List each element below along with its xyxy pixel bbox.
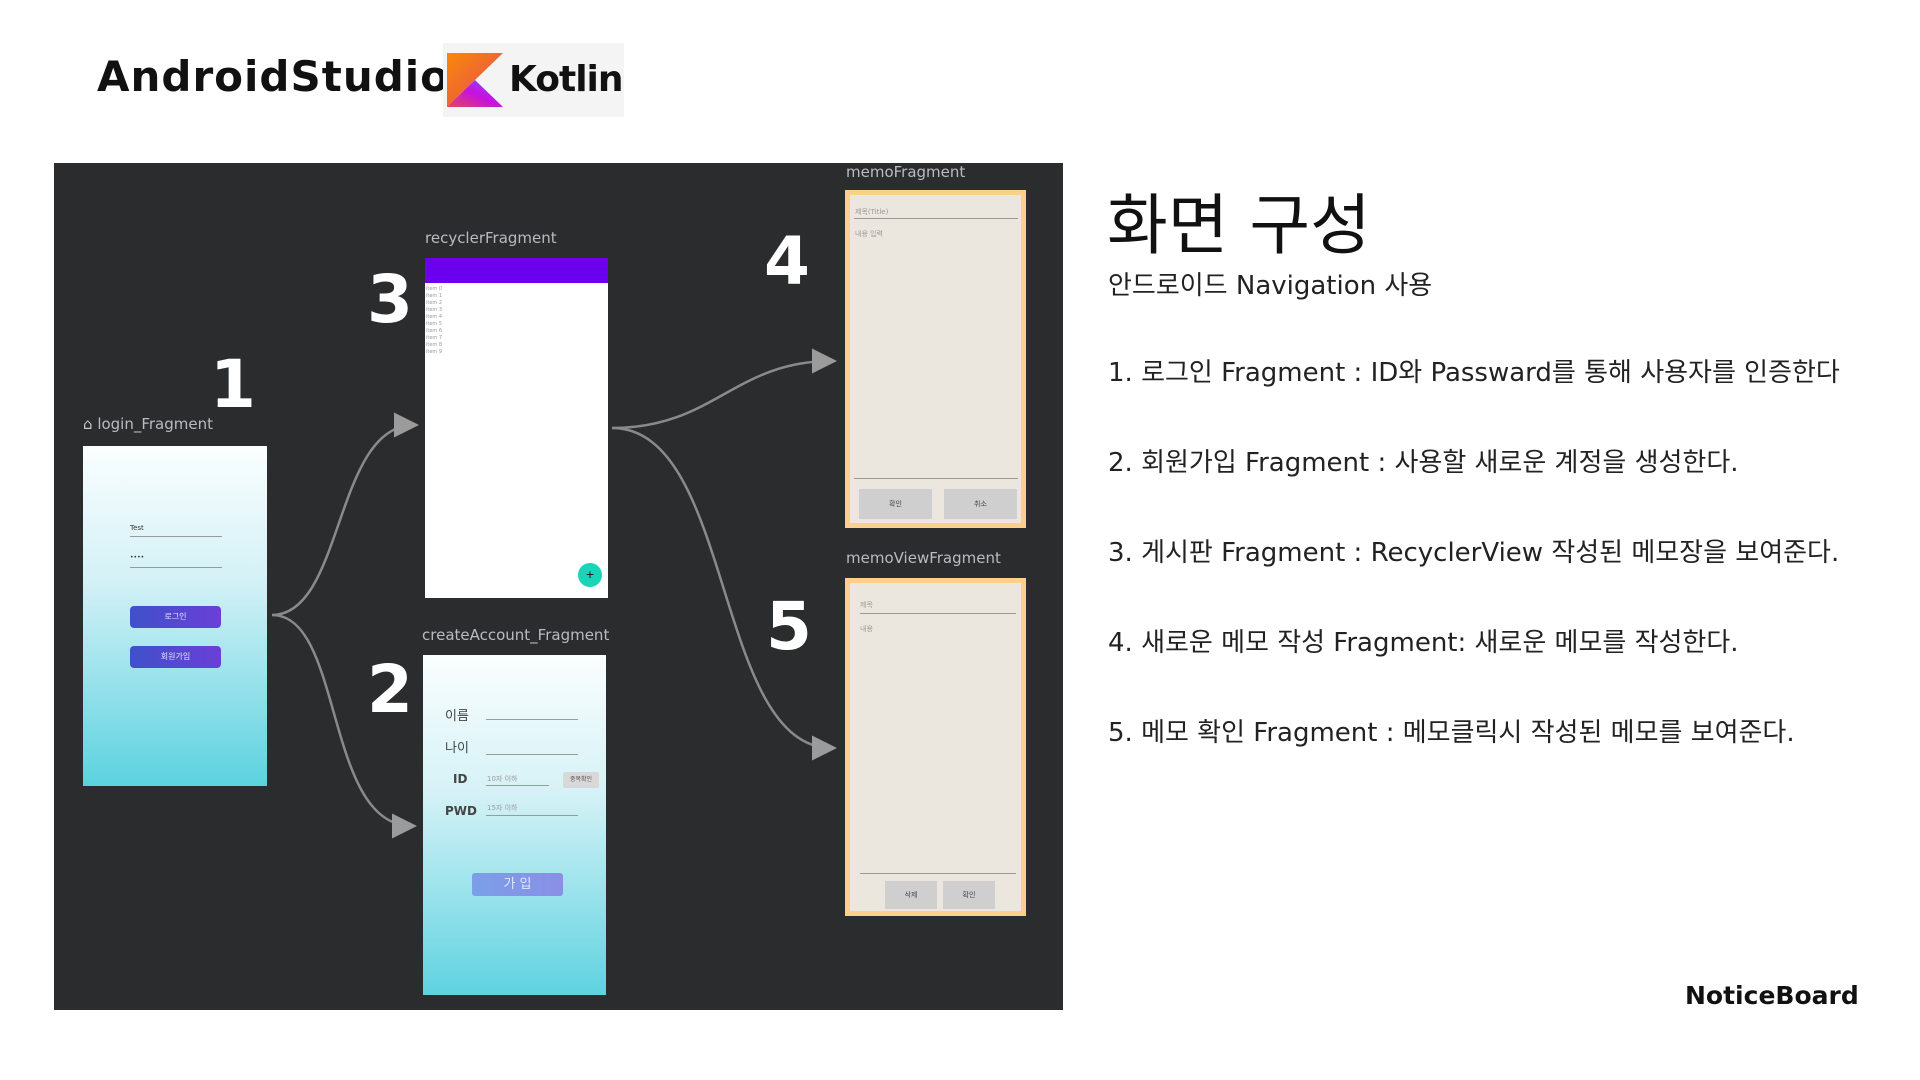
step-number-5: 5 [766, 588, 812, 665]
memoview-delete-button[interactable]: 삭제 [885, 881, 937, 909]
memoview-title-underline [860, 613, 1016, 614]
create-age-label: 나이 [445, 741, 469, 756]
memo-fragment-preview[interactable]: 제목(Title) 내용 입력 확인 취소 [845, 190, 1026, 528]
kotlin-logo: Kotlin [443, 43, 624, 117]
memo-title-hint[interactable]: 제목(Title) [855, 208, 889, 216]
create-pwd-label: PWD [445, 804, 477, 818]
step-number-4: 4 [764, 223, 810, 300]
create-fragment-label: createAccount_Fragment [422, 626, 610, 644]
login-button[interactable]: 로그인 [130, 606, 221, 628]
section-title: 화면 구성 [1107, 187, 1371, 264]
recycler-item[interactable]: item 6 [426, 328, 443, 334]
arrow-recycler-to-memoview [611, 426, 837, 761]
create-id-hint: 10자 이하 [487, 775, 518, 783]
arrow-recycler-to-memo [611, 348, 837, 430]
list-item: 4. 새로운 메모 작성 Fragment: 새로운 메모를 작성한다. [1108, 628, 1739, 658]
recycler-item[interactable]: item 3 [426, 307, 443, 313]
memo-title-underline [854, 218, 1018, 219]
memoview-content-underline [860, 873, 1016, 874]
memo-content-underline [854, 478, 1018, 479]
brand-title: AndroidStudio [97, 52, 451, 101]
recycler-item[interactable]: item 8 [426, 342, 443, 348]
step-number-2: 2 [367, 651, 413, 728]
memo-confirm-button[interactable]: 확인 [859, 489, 932, 519]
list-item: 5. 메모 확인 Fragment : 메모클릭시 작성된 메모를 보여준다. [1108, 718, 1795, 748]
kotlin-logo-icon [447, 53, 503, 107]
kotlin-logo-text: Kotlin [509, 59, 624, 100]
memo-fragment-label: memoFragment [846, 163, 966, 181]
fab-add-button[interactable]: + [578, 563, 602, 587]
memo-cancel-button[interactable]: 취소 [944, 489, 1017, 519]
navigation-graph-panel: 1 ⌂ login_Fragment Test •••• 로그인 회원가입 3 … [54, 163, 1063, 1010]
section-subtitle: 안드로이드 Navigation 사용 [1108, 271, 1433, 301]
list-item: 2. 회원가입 Fragment : 사용할 새로운 계정을 생성한다. [1108, 448, 1739, 478]
navigation-arrows [271, 348, 837, 839]
login-fragment-label-text: login_Fragment [97, 415, 213, 433]
step-number-3: 3 [367, 261, 413, 338]
recycler-fragment-label: recyclerFragment [425, 229, 557, 247]
recycler-item[interactable]: item 2 [426, 300, 443, 306]
create-name-field[interactable] [486, 719, 578, 720]
home-icon: ⌂ [83, 415, 93, 433]
create-account-fragment-preview[interactable]: 이름 나이 ID 10자 이하 중복확인 PWD 15자 이하 가 입 [423, 655, 606, 995]
memoview-content-hint: 내용 [860, 625, 873, 633]
recycler-item[interactable]: item 9 [426, 349, 443, 355]
recycler-item[interactable]: item 5 [426, 321, 443, 327]
signup-button[interactable]: 회원가입 [130, 646, 221, 668]
duplicate-check-button[interactable]: 중복확인 [563, 772, 599, 788]
recycler-item[interactable]: item 7 [426, 335, 443, 341]
memoview-fragment-label: memoViewFragment [846, 549, 1001, 567]
list-item: 3. 게시판 Fragment : RecyclerView 작성된 메모장을 … [1108, 538, 1840, 568]
recycler-item[interactable]: item 4 [426, 314, 443, 320]
arrow-login-to-recycler [271, 412, 419, 617]
memoview-title-hint: 제목 [860, 601, 873, 609]
join-button[interactable]: 가 입 [472, 873, 563, 896]
memoview-fragment-preview[interactable]: 제목 내용 삭제 확인 [845, 578, 1026, 916]
login-pass-underline [130, 567, 222, 568]
recycler-item[interactable]: item 1 [426, 293, 443, 299]
list-item: 1. 로그인 Fragment : ID와 Passward를 통해 사용자를 … [1108, 358, 1840, 388]
create-id-label: ID [453, 772, 468, 786]
recycler-app-bar [425, 258, 608, 283]
create-id-field[interactable] [486, 785, 549, 786]
create-pwd-field[interactable] [486, 815, 578, 816]
recycler-item[interactable]: item 0 [426, 286, 443, 292]
memoview-confirm-button[interactable]: 확인 [943, 881, 995, 909]
step-list: 1. 로그인 Fragment : ID와 Passward를 통해 사용자를 … [1108, 352, 1840, 802]
login-pass-field[interactable]: •••• [130, 554, 145, 561]
memo-content-hint[interactable]: 내용 입력 [855, 230, 883, 238]
create-pwd-hint: 15자 이하 [487, 804, 518, 812]
login-user-field[interactable]: Test [130, 524, 144, 532]
login-fragment-label: ⌂ login_Fragment [83, 415, 213, 433]
login-user-underline [130, 536, 222, 537]
footer-label: NoticeBoard [1685, 981, 1859, 1010]
login-fragment-preview[interactable]: Test •••• 로그인 회원가입 [83, 446, 267, 786]
arrow-login-to-create [271, 613, 417, 839]
step-number-1: 1 [210, 346, 256, 423]
create-name-label: 이름 [445, 709, 469, 724]
create-age-field[interactable] [486, 754, 578, 755]
